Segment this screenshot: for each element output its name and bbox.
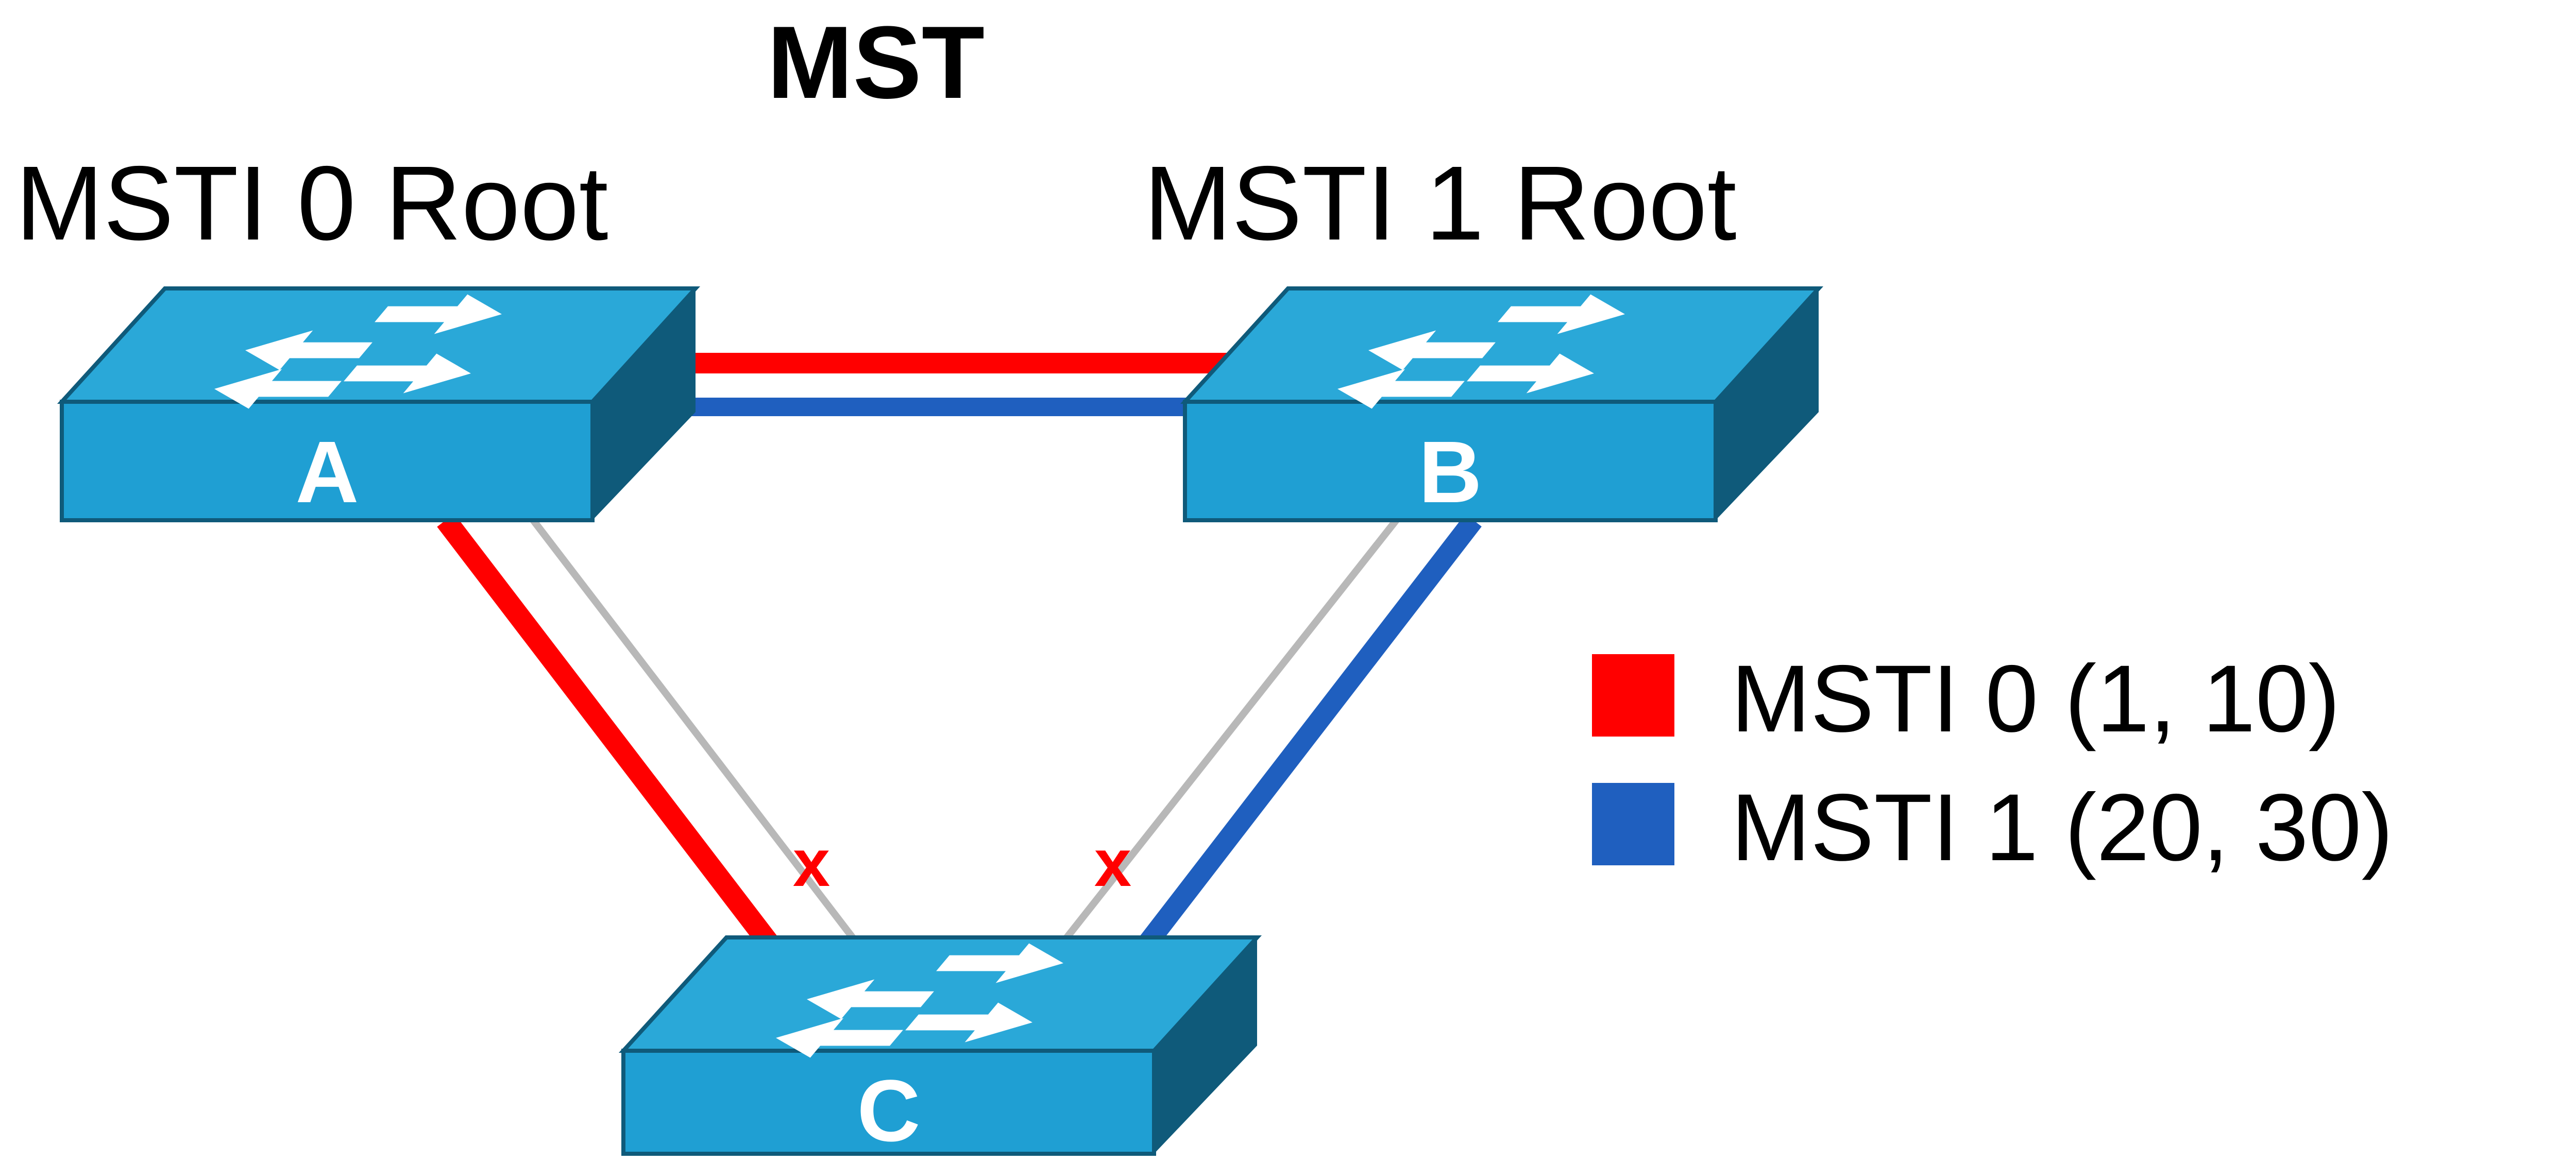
switch-a-name: A bbox=[296, 423, 359, 521]
switch-a-top bbox=[57, 286, 701, 404]
switch-b: B bbox=[1180, 286, 1824, 522]
diagram-title: MST bbox=[767, 5, 985, 120]
legend-swatch-msti0 bbox=[1592, 654, 1674, 737]
switch-a-front bbox=[60, 400, 595, 522]
link-b-c-blocked-path bbox=[1056, 518, 1399, 950]
switch-b-side bbox=[1716, 288, 1819, 520]
link-a-c-blocked-path bbox=[530, 518, 863, 950]
legend-swatch-msti1 bbox=[1592, 783, 1674, 865]
legend: MSTI 0 (1, 10) MSTI 1 (20, 30) bbox=[1592, 646, 2393, 881]
switch-c: C bbox=[618, 935, 1262, 1160]
switch-c-front bbox=[621, 1049, 1156, 1156]
link-a-b bbox=[680, 353, 1257, 416]
switch-a-side bbox=[592, 288, 696, 520]
switch-a-role-label: MSTI 0 Root bbox=[15, 144, 608, 262]
switch-b-role-label: MSTI 1 Root bbox=[1144, 144, 1737, 262]
legend-item-msti0: MSTI 0 (1, 10) bbox=[1592, 646, 2340, 752]
link-b-c: x bbox=[1056, 514, 1482, 965]
legend-label-msti1: MSTI 1 (20, 30) bbox=[1731, 775, 2393, 881]
switch-a: A bbox=[57, 286, 701, 522]
legend-label-msti0: MSTI 0 (1, 10) bbox=[1731, 646, 2340, 752]
switch-b-top bbox=[1180, 286, 1824, 404]
switch-b-name: B bbox=[1419, 423, 1482, 521]
switch-c-name: C bbox=[857, 1062, 921, 1160]
switch-c-top bbox=[618, 935, 1262, 1053]
link-a-c-blocked-mark: x bbox=[793, 825, 830, 900]
legend-item-msti1: MSTI 1 (20, 30) bbox=[1592, 775, 2393, 881]
link-a-c: x bbox=[437, 514, 863, 975]
switch-b-front bbox=[1183, 400, 1718, 522]
link-b-c-blocked-mark: x bbox=[1094, 825, 1131, 900]
link-a-c-msti0 bbox=[437, 514, 797, 975]
link-b-c-msti1 bbox=[1128, 514, 1482, 965]
switch-c-side bbox=[1154, 937, 1257, 1154]
